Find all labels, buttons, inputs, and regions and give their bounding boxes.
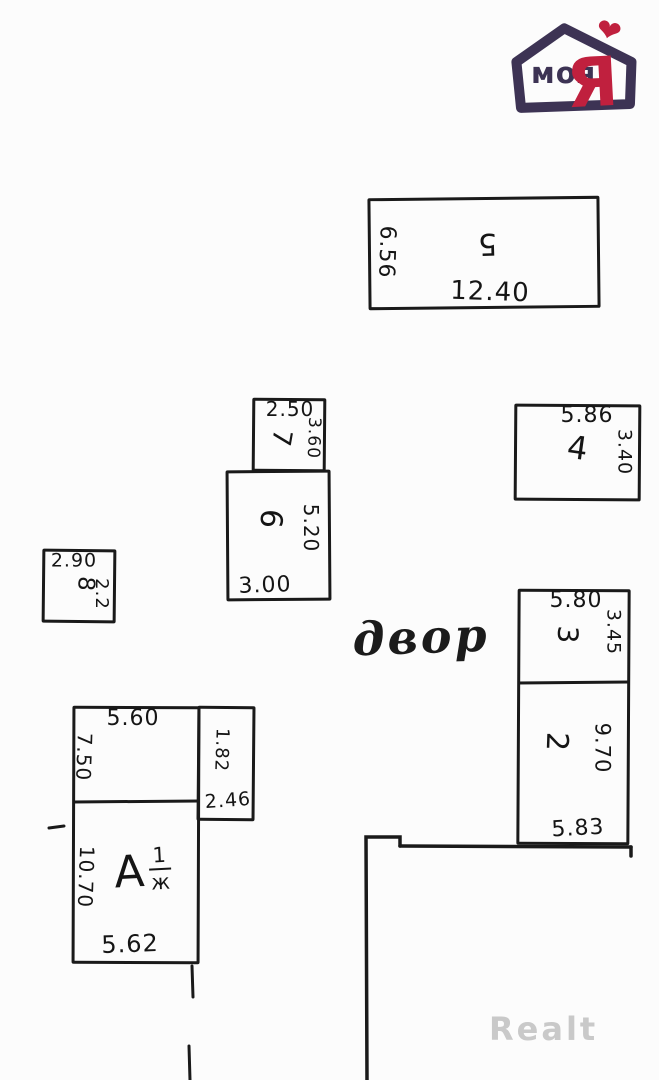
building-a-dim-top: 5.60 [106, 706, 160, 731]
building-a-fraction-num: 1 [147, 843, 172, 871]
building-3-dim-right: 3.45 [602, 608, 625, 656]
building-5-number: 5 [476, 225, 498, 262]
logo-letter: Я [563, 42, 621, 125]
building-2-dim-right: 9.70 [590, 722, 615, 774]
building-4-dim-right: 3.40 [613, 428, 636, 476]
building-6-number: 6 [252, 507, 289, 531]
building-5-dim-left: 6.56 [373, 225, 400, 279]
annex-dim-bottom: 2.46 [204, 787, 252, 814]
tick-mark [187, 1044, 192, 1080]
building-a-letter: А [112, 845, 147, 899]
building-7-dim-top: 2.50 [265, 397, 315, 421]
building-7-dim-right: 3.60 [302, 416, 325, 460]
yard-label: двор [351, 607, 491, 667]
building-a-fraction-den: ж [150, 869, 172, 895]
building-4-number: 4 [564, 427, 592, 469]
building-8-dim-top: 2.90 [50, 549, 98, 572]
building-6-dim-right: 5.20 [299, 503, 323, 553]
building-3-dim-top: 5.80 [549, 588, 603, 613]
building-2-dim-bottom: 5.83 [550, 814, 606, 843]
watermark: Realt [489, 1010, 599, 1048]
building-3-number: 3 [550, 625, 585, 646]
building-a-dim-left-upper: 7.50 [71, 732, 97, 782]
annex-dim-side: 1.82 [210, 727, 233, 773]
tick-mark [47, 824, 66, 830]
building-2-number: 2 [538, 731, 575, 753]
logo-word: моя [531, 56, 597, 90]
building-6-dim-bottom: 3.00 [238, 572, 292, 599]
building-a-fraction: 1 ж [147, 843, 173, 895]
building-5-dim-bottom: 12.40 [449, 275, 531, 309]
building-a-dim-bottom: 5.62 [100, 929, 160, 959]
building-a-label: А 1 ж [112, 843, 173, 899]
building-a-dim-left-lower: 10.70 [72, 845, 100, 909]
agency-logo: моя Я ❤ [498, 11, 654, 143]
building-4-dim-top: 5.86 [560, 403, 614, 428]
tick-mark [190, 964, 195, 999]
house-icon [511, 23, 637, 113]
building-8-dim-right: 2.2 [91, 578, 112, 610]
